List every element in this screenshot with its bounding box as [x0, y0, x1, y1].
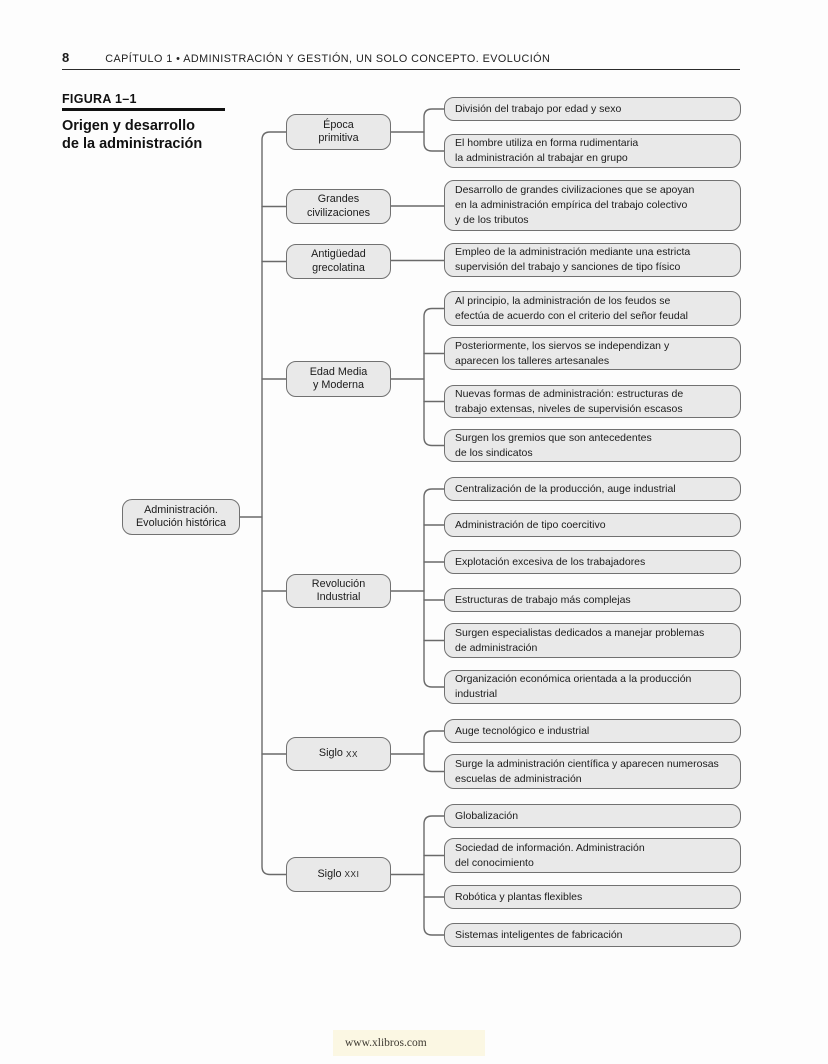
- leaf-box: Globalización: [444, 804, 741, 828]
- leaf-box: Sociedad de información. Administración …: [444, 838, 741, 873]
- leaf-box: Surgen especialistas dedicados a manejar…: [444, 623, 741, 658]
- branch-antiguedad-grecolatina: Antigüedad grecolatina: [286, 244, 391, 279]
- leaf-box: Auge tecnológico e industrial: [444, 719, 741, 743]
- branch-label: Edad Media y Moderna: [309, 365, 368, 392]
- branch-numeral: XXI: [344, 870, 360, 880]
- leaf-box: Sistemas inteligentes de fabricación: [444, 923, 741, 947]
- figure-label-rule: [62, 108, 225, 111]
- watermark-link[interactable]: www.xlibros.com: [333, 1030, 485, 1056]
- leaf-box: División del trabajo por edad y sexo: [444, 97, 741, 121]
- leaf-box: Surge la administración científica y apa…: [444, 754, 741, 789]
- leaf-box: Administración de tipo coercitivo: [444, 513, 741, 537]
- branch-label: Antigüedad grecolatina: [311, 248, 366, 274]
- leaf-box: Nuevas formas de administración: estruct…: [444, 385, 741, 418]
- leaf-box: El hombre utiliza en forma rudimentaria …: [444, 134, 741, 168]
- branch-revolucion-industrial: Revolución Industrial: [286, 574, 391, 608]
- branch-label: Siglo: [317, 867, 342, 880]
- leaf-box: Empleo de la administración mediante una…: [444, 243, 741, 277]
- page-number: 8: [62, 50, 70, 65]
- leaf-box: Robótica y plantas flexibles: [444, 885, 741, 909]
- leaf-box: Surgen los gremios que son antecedentes …: [444, 429, 741, 462]
- leaf-box: Posteriormente, los siervos se independi…: [444, 337, 741, 370]
- leaf-box: Explotación excesiva de los trabajadores: [444, 550, 741, 574]
- figure-title: Origen y desarrollo de la administración: [62, 118, 203, 152]
- leaf-box: Estructuras de trabajo más complejas: [444, 588, 741, 612]
- branch-label: Época primitiva: [318, 118, 359, 145]
- branch-grandes-civilizaciones: Grandes civilizaciones: [286, 189, 391, 224]
- chapter-title: CAPÍTULO 1 • ADMINISTRACIÓN Y GESTIÓN, U…: [105, 53, 551, 65]
- root-node: Administración. Evolución histórica: [122, 499, 240, 535]
- branch-epoca-primitiva: Época primitiva: [286, 114, 391, 150]
- leaf-box: Desarrollo de grandes civilizaciones que…: [444, 180, 741, 231]
- branch-edad-media-moderna: Edad Media y Moderna: [286, 361, 391, 397]
- leaf-box: Centralización de la producción, auge in…: [444, 477, 741, 501]
- figure-label: FIGURA 1–1: [62, 92, 137, 106]
- page-header: 8 CAPÍTULO 1 • ADMINISTRACIÓN Y GESTIÓN,…: [62, 46, 740, 70]
- leaf-box: Organización económica orientada a la pr…: [444, 670, 741, 704]
- branch-label: Siglo: [318, 747, 343, 760]
- branch-label: Grandes civilizaciones: [306, 193, 370, 219]
- leaf-box: Al principio, la administración de los f…: [444, 291, 741, 326]
- branch-label: Revolución Industrial: [311, 577, 366, 604]
- branch-numeral: XX: [345, 749, 359, 759]
